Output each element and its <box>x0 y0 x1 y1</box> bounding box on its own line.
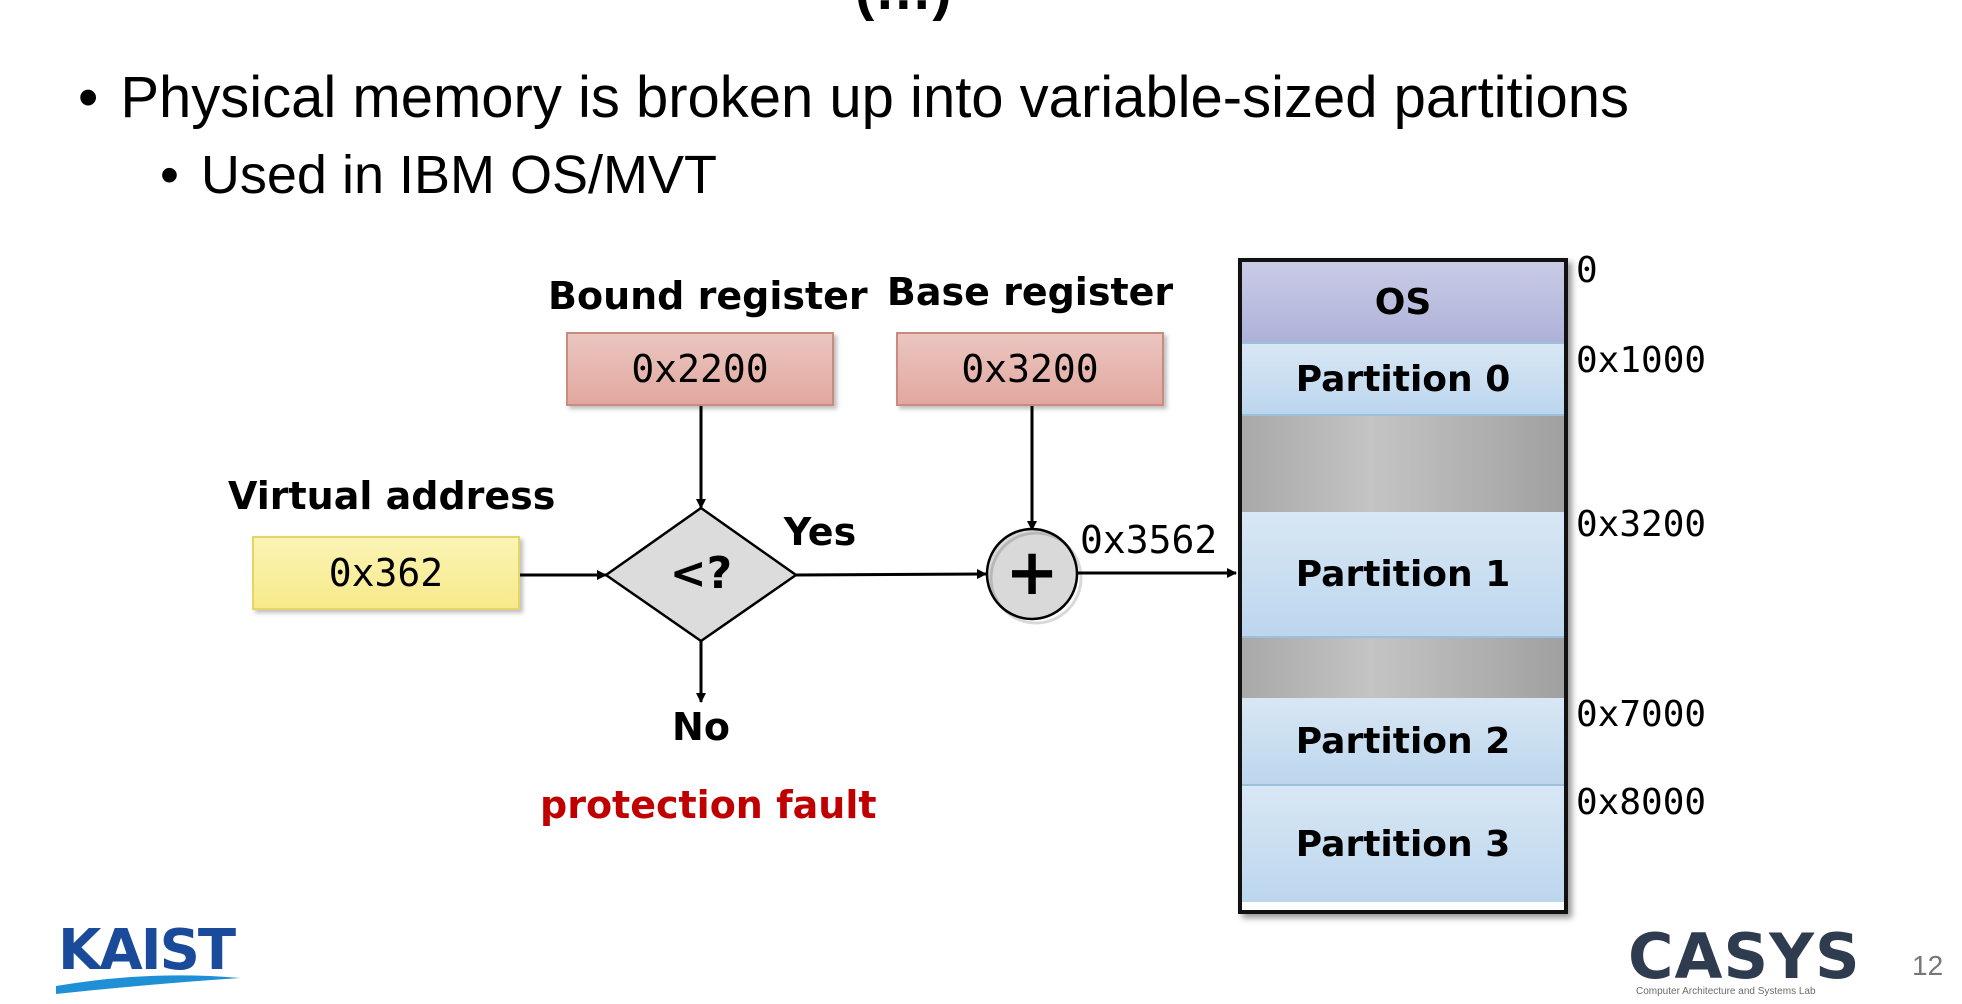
kaist-swoosh-icon <box>56 975 240 994</box>
bullet-sub: • Used in IBM OS/MVT <box>160 143 717 207</box>
bullet-sub-text: Used in IBM OS/MVT <box>200 145 718 205</box>
memory-segment-label: OS <box>1374 281 1432 323</box>
kaist-logo: KAIST <box>58 918 236 983</box>
bound-register-box: 0x2200 <box>566 332 834 406</box>
memory-free-gap <box>1242 638 1564 698</box>
memory-segment-partition-2: Partition 2 <box>1242 698 1564 786</box>
bullet-main-text: Physical memory is broken up into variab… <box>120 65 1629 130</box>
base-register-box: 0x3200 <box>896 332 1164 406</box>
adder-symbol: + <box>1005 536 1059 610</box>
compare-diamond <box>603 506 799 643</box>
memory-segment-partition-0: Partition 0 <box>1242 344 1564 416</box>
bullet-main: • Physical memory is broken up into varia… <box>78 62 1629 134</box>
memory-address: 0x3200 <box>1576 504 1707 545</box>
virtual-address-box: 0x362 <box>252 536 520 610</box>
bound-register-label: Bound register <box>548 274 868 318</box>
virtual-address-label: Virtual address <box>228 474 556 518</box>
adder-circle <box>985 527 1079 621</box>
slide-title-fragment: (…) <box>855 0 952 20</box>
memory-address: 0x7000 <box>1576 694 1707 735</box>
memory-address: 0x8000 <box>1576 782 1707 823</box>
casys-subtitle: Computer Architecture and Systems Lab <box>1636 986 1816 997</box>
page-number: 12 <box>1912 950 1944 981</box>
yes-label: Yes <box>783 510 857 554</box>
physical-address-value: 0x3562 <box>1080 518 1218 562</box>
memory-address: 0x1000 <box>1576 340 1707 381</box>
bound-register-value: 0x2200 <box>631 347 769 391</box>
virtual-address-value: 0x362 <box>328 551 444 595</box>
base-register-value: 0x3200 <box>961 347 1099 391</box>
casys-logo: CASYS <box>1628 920 1861 993</box>
bullet-glyph: • <box>160 145 179 205</box>
memory-address: 0 <box>1576 250 1598 291</box>
bullet-glyph: • <box>78 65 99 130</box>
memory-segment-label: Partition 3 <box>1295 823 1511 865</box>
memory-segment-os: OS <box>1242 262 1564 344</box>
memory-segment-label: Partition 1 <box>1295 553 1511 595</box>
arrow-compare-to-adder <box>795 569 987 580</box>
memory-segment-label: Partition 2 <box>1295 720 1511 762</box>
compare-symbol: <? <box>669 548 733 599</box>
memory-segment-partition-1: Partition 1 <box>1242 512 1564 638</box>
memory-free-gap <box>1242 416 1564 512</box>
memory-segment-label: Partition 0 <box>1295 358 1511 400</box>
memory-segment-partition-3: Partition 3 <box>1242 786 1564 902</box>
base-register-label: Base register <box>886 270 1174 314</box>
physical-memory: OS Partition 0 Partition 1 Partition 2 P… <box>1238 258 1568 914</box>
protection-fault-label: protection fault <box>540 783 877 827</box>
no-label: No <box>672 705 730 749</box>
